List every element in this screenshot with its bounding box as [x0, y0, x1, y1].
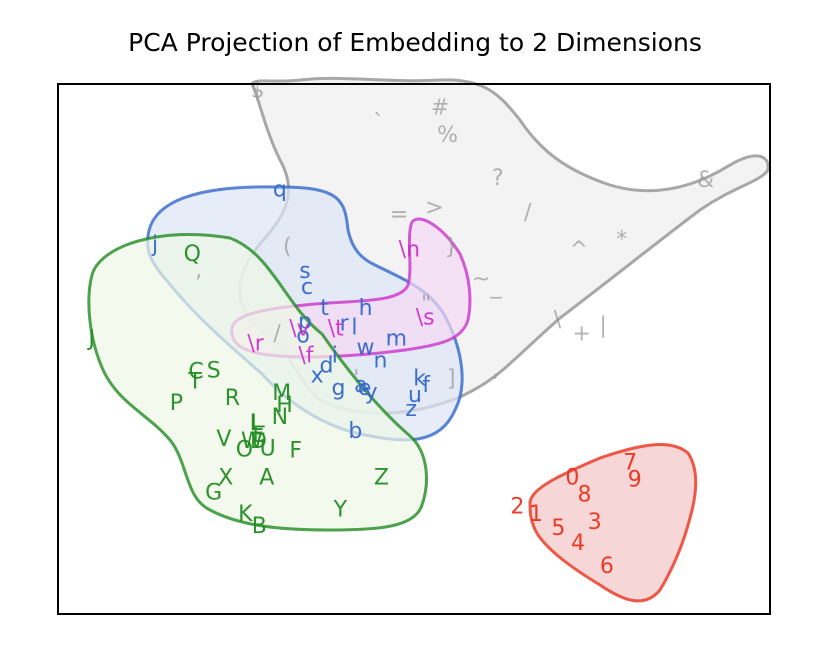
point-label: c [301, 275, 313, 300]
point-label: g [332, 376, 346, 401]
point-label: P [170, 391, 183, 416]
point-label: G [205, 480, 222, 505]
point-label: a [354, 373, 367, 398]
point-label: " [421, 292, 431, 317]
point-label: \f [298, 343, 314, 368]
point-label: ` [373, 111, 384, 136]
point-label: \t [328, 317, 344, 342]
point-label: 9 [628, 468, 642, 493]
point-label: Q [184, 242, 201, 267]
point-label: B [252, 514, 267, 539]
point-label: = [390, 203, 408, 228]
point-label: ] [447, 366, 456, 391]
point-label: \ [554, 308, 562, 333]
point-label: | [599, 314, 606, 339]
point-label: ? [492, 166, 504, 191]
point-label: o [296, 324, 309, 349]
point-label: * [616, 227, 627, 252]
chart-title: PCA Projection of Embedding to 2 Dimensi… [128, 28, 702, 57]
point-label: } [444, 234, 458, 259]
point-label: n [373, 348, 387, 373]
point-label: 0 [565, 466, 579, 491]
point-label: / [524, 201, 532, 226]
point-label: H [276, 393, 293, 418]
point-label: > [425, 196, 443, 221]
point-label: ~ [472, 267, 490, 292]
point-label: & [697, 168, 714, 193]
cluster-hulls [87, 76, 770, 603]
point-label: s [299, 259, 310, 284]
point-label: U [260, 437, 276, 462]
point-label: _ [489, 274, 502, 299]
point-label: \s [416, 306, 435, 331]
point-label: t [320, 296, 329, 321]
point-label: u [408, 383, 422, 408]
point-label: b [348, 419, 362, 444]
point-label: l [351, 316, 357, 341]
point-label: 4 [571, 531, 585, 556]
point-label: X [218, 466, 233, 491]
point-label: % [437, 123, 458, 148]
point-label: 6 [600, 554, 614, 579]
point-label: 8 [577, 482, 591, 507]
point-label: # [431, 95, 449, 120]
cluster-hull-3 [87, 233, 428, 532]
point-label: E [252, 423, 266, 448]
point-label: T [187, 369, 202, 394]
point-label: O [236, 438, 253, 463]
point-label: 2 [510, 494, 524, 519]
point-label: k [413, 366, 426, 391]
point-label: 1 [529, 502, 543, 527]
point-label: p [298, 310, 312, 335]
point-label: L [250, 411, 263, 436]
point-label: A [259, 466, 274, 491]
point-label: J [86, 327, 95, 352]
point-label: ' [353, 366, 359, 391]
point-label: r [340, 312, 350, 337]
point-label: j [151, 232, 158, 257]
point-label: x [311, 363, 324, 388]
point-label: 7 [623, 451, 637, 476]
point-label: Z [374, 466, 389, 491]
point-label: ( [283, 234, 292, 259]
point-label: d [319, 353, 333, 378]
point-label: h [359, 296, 373, 321]
point-label: \r [247, 332, 264, 357]
point-label: + [572, 322, 590, 347]
point-label: \v [289, 317, 309, 342]
point-label: q [273, 178, 287, 203]
point-label: R [225, 386, 240, 411]
point-label: z [405, 397, 417, 422]
point-label: i [332, 343, 338, 368]
point-label: f [422, 373, 431, 398]
point-label: 3 [588, 510, 602, 535]
point-label: C [188, 359, 203, 384]
point-label: , [492, 357, 499, 382]
point-label: / [273, 322, 281, 347]
point-label: N [272, 405, 288, 430]
point-label: S [207, 358, 221, 383]
point-label: Y [333, 497, 348, 522]
point-label: m [386, 327, 407, 352]
point-label: w [357, 336, 375, 361]
point-label: D [250, 429, 267, 454]
point-label: y [365, 380, 378, 405]
point-label: K [238, 502, 253, 527]
point-label: M [272, 381, 291, 406]
point-label: $ [250, 78, 264, 103]
point-label: F [289, 439, 302, 464]
point-label: I [250, 411, 257, 436]
point-label: W [241, 429, 263, 454]
point-label: e [358, 376, 372, 401]
point-label: 5 [551, 516, 565, 541]
plot-frame [57, 83, 771, 615]
point-label: \n [399, 237, 420, 262]
point-label: ^ [570, 237, 588, 262]
cluster-hull-4 [528, 443, 698, 603]
point-label: , [195, 258, 202, 283]
point-label: V [216, 427, 231, 452]
